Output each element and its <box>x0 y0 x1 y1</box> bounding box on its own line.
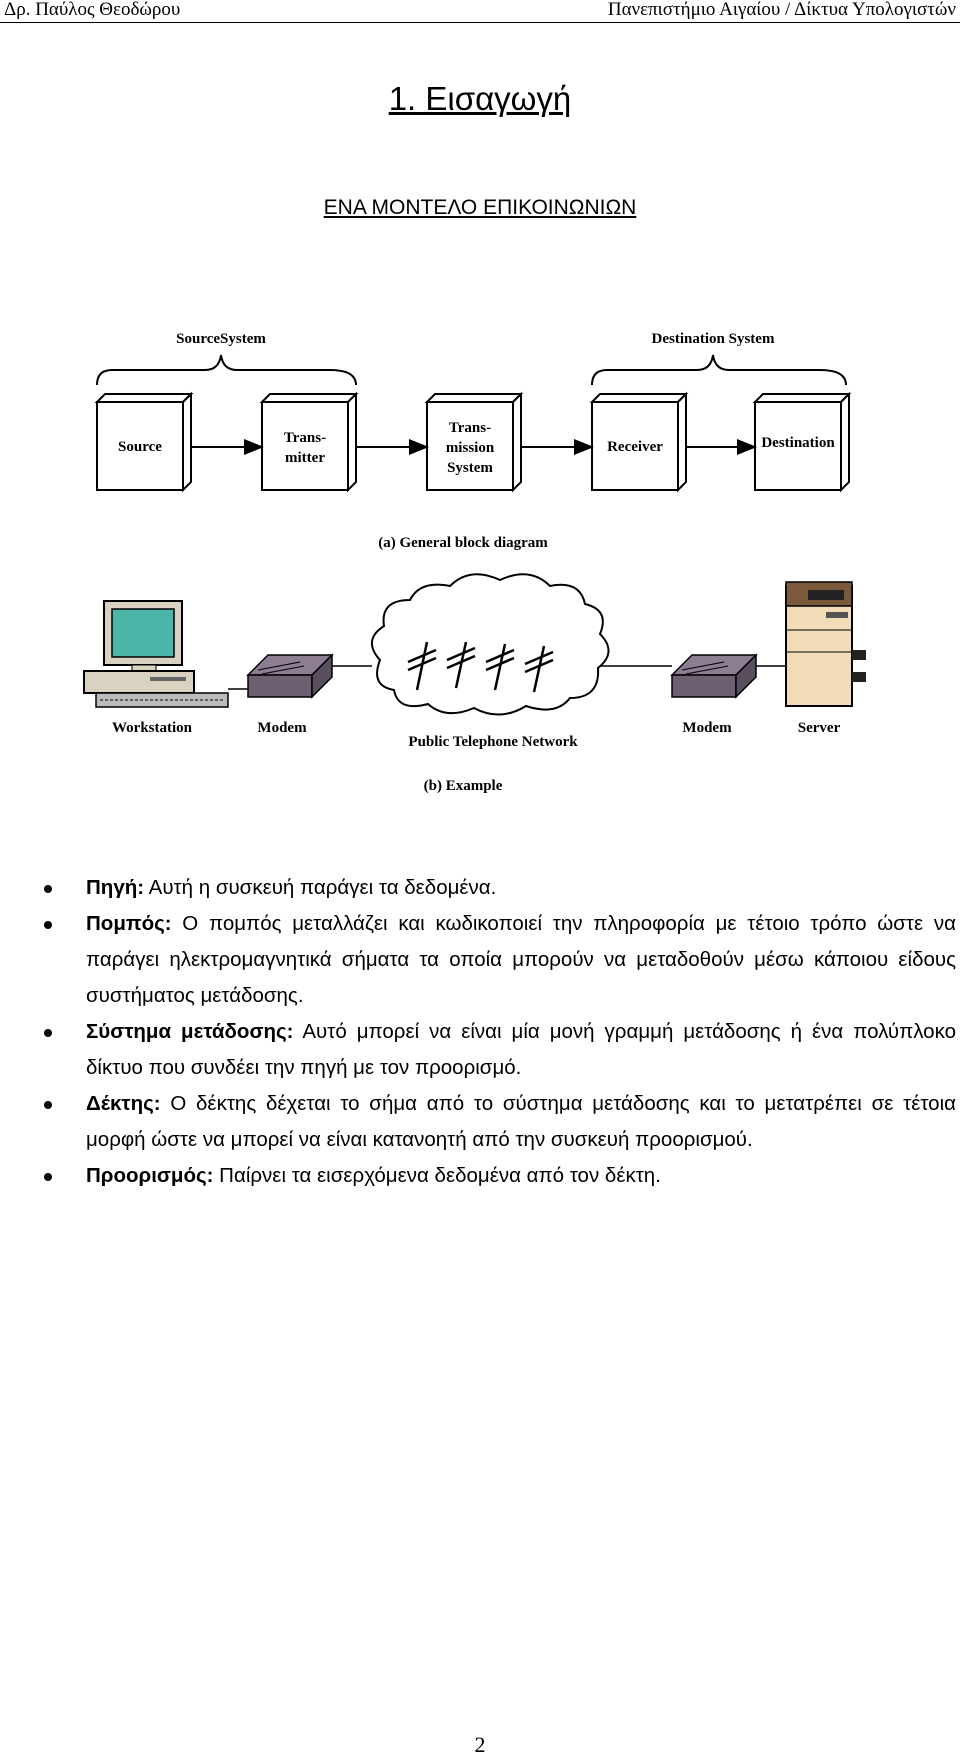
page-title: 1. Εισαγωγή <box>388 80 572 117</box>
destination-label: Destination <box>761 435 835 451</box>
bullet-icon <box>44 885 52 893</box>
modem-right-icon <box>670 653 758 699</box>
list-item: Δέκτης: Ο δέκτης δέχεται το σήμα από το … <box>40 1086 956 1158</box>
network-label: Public Telephone Network <box>408 734 578 750</box>
server-icon <box>785 581 866 707</box>
bullet-icon <box>44 1101 52 1109</box>
section-subtitle: ΕΝΑ ΜΟΝΤΕΛΟ ΕΠΙΚΟΙΝΩΝΙΩΝ <box>323 196 637 219</box>
destination-block: Destination <box>752 391 852 493</box>
transmission-system-block: Trans- mission System <box>424 391 524 493</box>
page-header: Δρ. Παύλος Θεοδώρου Πανεπιστήμιο Αιγαίου… <box>0 0 960 23</box>
workstation-label: Workstation <box>112 720 193 736</box>
transmitter-label-2: mitter <box>285 450 325 466</box>
term: Πηγή: <box>86 876 145 899</box>
caption-b: (b) Example <box>424 778 503 794</box>
telephone-pole-icons <box>407 641 554 693</box>
description: Ο δέκτης δέχεται το σήμα από το σύστημα … <box>86 1092 956 1151</box>
source-system-label: SourceSystem <box>176 331 266 347</box>
source-block: Source <box>94 391 194 493</box>
transmitter-block: Trans- mitter <box>259 391 359 493</box>
transmission-label-1: Trans- <box>449 420 491 436</box>
term: Πομπός: <box>86 912 172 935</box>
bullet-icon <box>44 921 52 929</box>
page-number: 2 <box>474 1732 486 1757</box>
description: Αυτό μπορεί να είναι μία μονή γραμμή μετ… <box>86 1020 956 1079</box>
server-label: Server <box>798 720 841 736</box>
telephone-network-cloud <box>371 573 610 716</box>
transmission-label-3: System <box>447 460 493 476</box>
receiver-block: Receiver <box>589 391 689 493</box>
source-system-brace <box>96 354 357 386</box>
list-item: Σύστημα μετάδοσης: Αυτό μπορεί να είναι … <box>40 1014 956 1086</box>
source-label: Source <box>118 439 162 455</box>
receiver-label: Receiver <box>607 439 663 455</box>
destination-system-brace <box>591 354 847 386</box>
bullet-icon <box>44 1029 52 1037</box>
definition-list: Πηγή: Αυτή η συσκευή παράγει τα δεδομένα… <box>40 870 956 1194</box>
transmitter-label-1: Trans- <box>284 430 326 446</box>
workstation-icon <box>83 600 229 708</box>
transmission-label-2: mission <box>446 440 495 456</box>
description: Παίρνει τα εισερχόμενα δεδομένα από τον … <box>213 1164 661 1187</box>
term: Σύστημα μετάδοσης: <box>86 1020 294 1043</box>
list-item: Πομπός: Ο πομπός μεταλλάζει και κωδικοπο… <box>40 906 956 1014</box>
term: Δέκτης: <box>86 1092 161 1115</box>
header-course: Πανεπιστήμιο Αιγαίου / Δίκτυα Υπολογιστώ… <box>607 0 956 20</box>
communications-model-figure: SourceSystem Destination System Source T… <box>83 331 866 794</box>
caption-a: (a) General block diagram <box>378 535 548 551</box>
description: Ο πομπός μεταλλάζει και κωδικοποιεί την … <box>86 912 956 1007</box>
list-item: Προορισμός: Παίρνει τα εισερχόμενα δεδομ… <box>40 1158 956 1194</box>
list-item: Πηγή: Αυτή η συσκευή παράγει τα δεδομένα… <box>40 870 956 906</box>
bullet-icon <box>44 1173 52 1181</box>
destination-system-label: Destination System <box>652 331 775 347</box>
description: Αυτή η συσκευή παράγει τα δεδομένα. <box>144 876 497 899</box>
term: Προορισμός: <box>86 1164 214 1187</box>
modem-right-label: Modem <box>682 720 732 736</box>
modem-left-icon <box>246 653 334 699</box>
header-author: Δρ. Παύλος Θεοδώρου <box>4 0 181 20</box>
modem-left-label: Modem <box>257 720 307 736</box>
